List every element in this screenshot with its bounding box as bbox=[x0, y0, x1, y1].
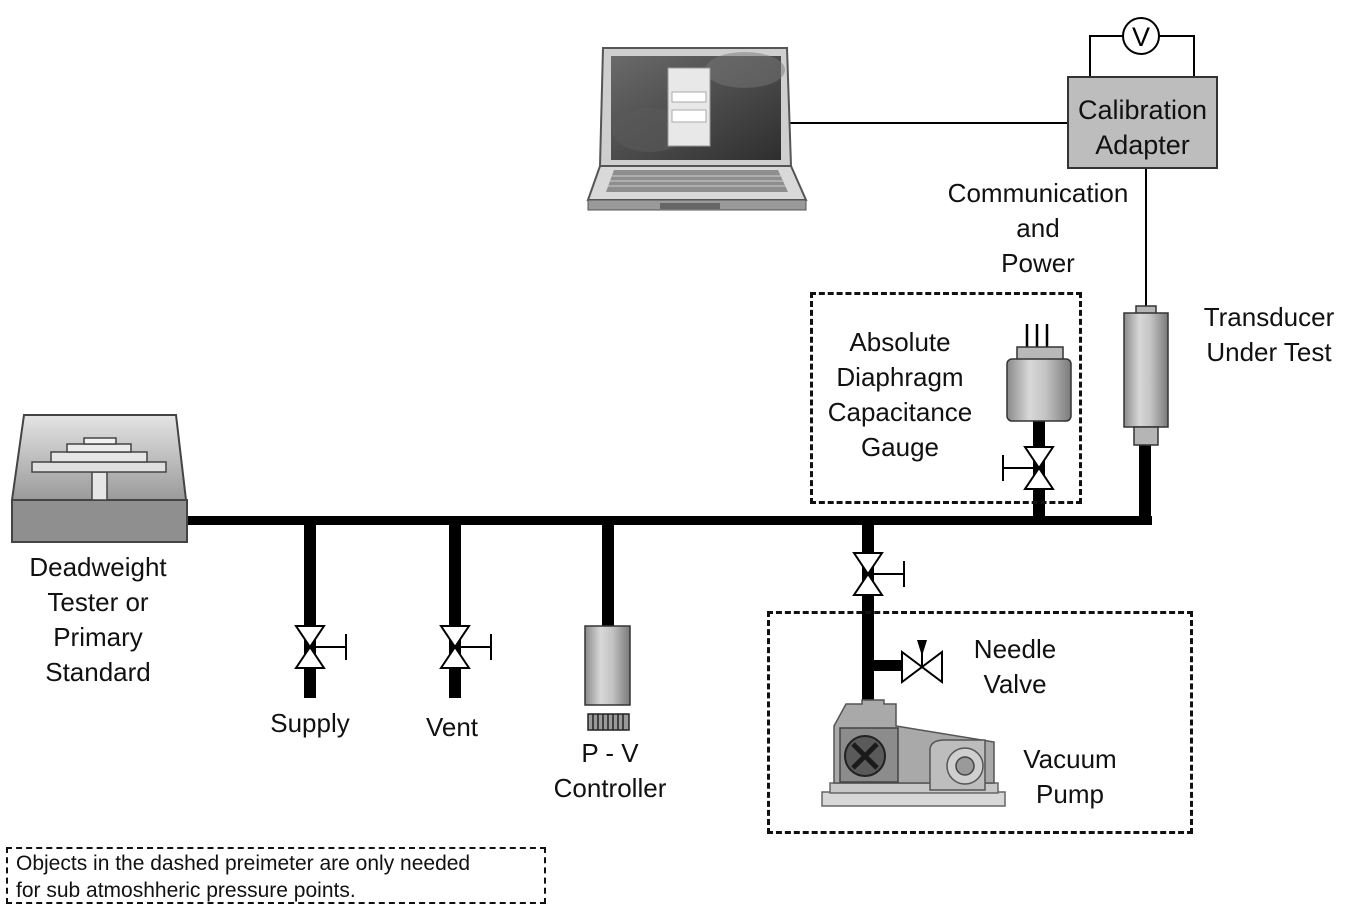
gauge-line-4: Gauge bbox=[860, 432, 940, 462]
dashed-perimeter-note: Objects in the dashed preimeter are only… bbox=[6, 847, 546, 904]
needle-valve-icon[interactable] bbox=[901, 640, 943, 684]
voltmeter-wires bbox=[1089, 35, 1195, 76]
deadweight-line-4: Standard bbox=[45, 657, 151, 687]
note-line-2: for sub atmoshheric pressure points. bbox=[16, 879, 356, 902]
supply-label: Supply bbox=[270, 708, 350, 738]
calibration-adapter-box bbox=[1067, 76, 1218, 169]
gauge-line-3: Capacitance bbox=[827, 397, 973, 427]
capacitance-gauge-icon bbox=[1006, 324, 1072, 422]
transducer-icon bbox=[1123, 305, 1169, 446]
vacuum-dashed-perimeter bbox=[767, 611, 1193, 834]
deadweight-tester-icon bbox=[10, 414, 188, 543]
supply-branch-pipe bbox=[304, 520, 316, 698]
transducer-line-2: Under Test bbox=[1206, 337, 1332, 367]
vacuum-pump-line-1: Vacuum bbox=[1023, 744, 1117, 774]
vacuum-pump-line-2: Pump bbox=[1036, 779, 1104, 809]
gauge-dashed-perimeter bbox=[810, 292, 1082, 504]
deadweight-line-1: Deadweight bbox=[29, 552, 167, 582]
vent-branch-pipe bbox=[449, 520, 461, 698]
communication-line-3: Power bbox=[1001, 248, 1075, 278]
transducer-branch-pipe bbox=[1139, 444, 1151, 525]
gauge-label: Absolute Diaphragm Capacitance Gauge bbox=[810, 325, 990, 465]
pv-controller-label: P - V Controller bbox=[530, 736, 690, 806]
deadweight-label: Deadweight Tester or Primary Standard bbox=[8, 550, 188, 690]
vacuum-isolation-valve-icon[interactable] bbox=[852, 552, 905, 596]
gauge-valve-icon[interactable] bbox=[1002, 446, 1055, 490]
communication-line-2: and bbox=[1016, 213, 1060, 243]
needle-valve-label: Needle Valve bbox=[955, 632, 1075, 702]
pv-controller-pipe bbox=[602, 520, 614, 628]
transducer-label: Transducer Under Test bbox=[1188, 300, 1350, 370]
gauge-line-1: Absolute bbox=[849, 327, 951, 357]
vacuum-pump-icon bbox=[821, 699, 1006, 807]
transducer-line-1: Transducer bbox=[1203, 302, 1335, 332]
deadweight-line-3: Primary bbox=[53, 622, 143, 652]
voltmeter-label: V bbox=[1132, 22, 1150, 52]
vacuum-pump-label: Vacuum Pump bbox=[1010, 742, 1130, 812]
communication-line-1: Communication bbox=[947, 178, 1129, 208]
vent-valve-icon[interactable] bbox=[439, 625, 492, 669]
laptop-icon bbox=[586, 47, 808, 211]
gauge-line-2: Diaphragm bbox=[836, 362, 964, 392]
communication-label: Communication and Power bbox=[928, 176, 1148, 281]
calibration-adapter-line-1: Calibration bbox=[1077, 95, 1208, 125]
calibration-adapter-label: Calibration Adapter bbox=[1068, 93, 1217, 163]
pv-controller-icon bbox=[584, 625, 631, 731]
pv-controller-line-2: Controller bbox=[553, 773, 667, 803]
deadweight-line-2: Tester or bbox=[47, 587, 149, 617]
vent-label: Vent bbox=[425, 712, 479, 742]
main-pipe bbox=[186, 516, 1152, 525]
voltmeter-icon: V bbox=[1122, 17, 1160, 55]
calibration-adapter-line-2: Adapter bbox=[1095, 130, 1190, 160]
needle-valve-line-2: Valve bbox=[983, 669, 1047, 699]
pv-controller-line-1: P - V bbox=[581, 738, 639, 768]
supply-valve-icon[interactable] bbox=[294, 625, 347, 669]
note-line-1: Objects in the dashed preimeter are only… bbox=[16, 852, 471, 875]
needle-valve-line-1: Needle bbox=[973, 634, 1057, 664]
